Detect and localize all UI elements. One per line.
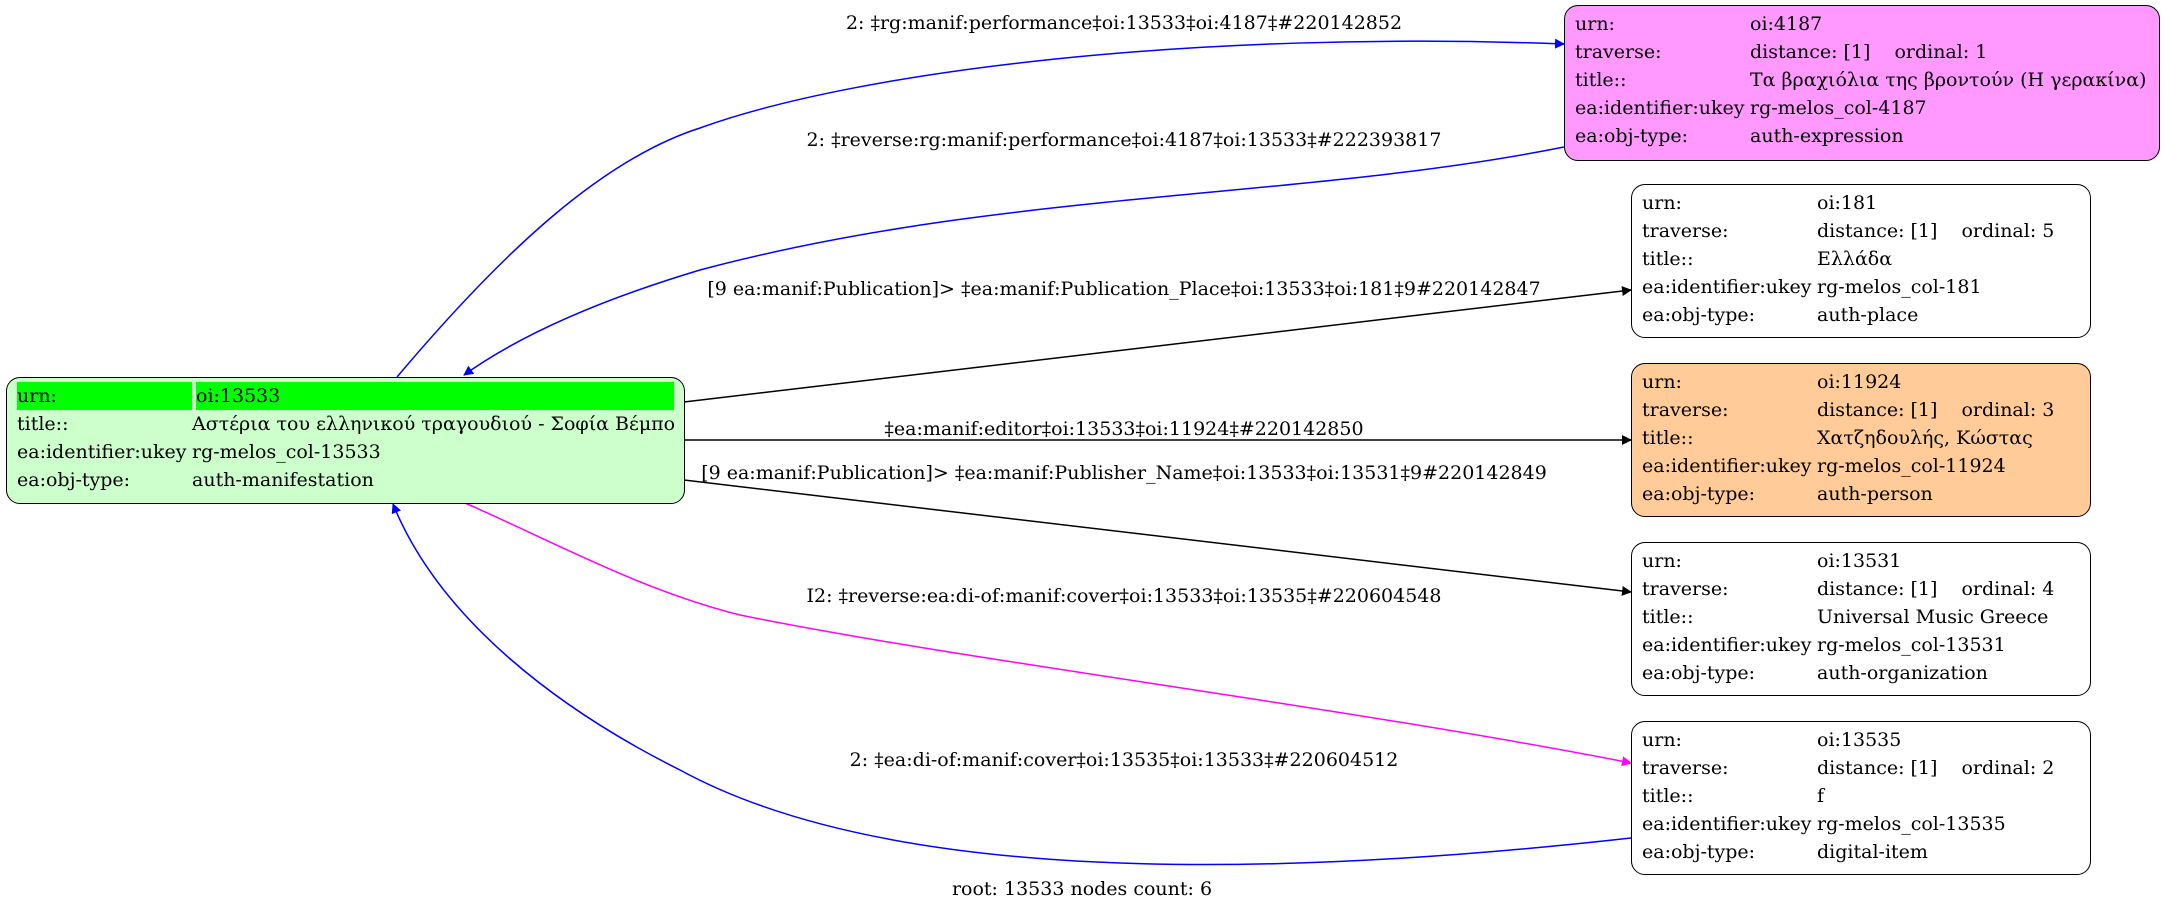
- traverse-key: traverse:: [1642, 578, 1729, 600]
- ordinal-value: ordinal: 5: [1961, 220, 2055, 242]
- edge-line-publisher-name: [683, 479, 1632, 596]
- traverse-key: traverse:: [1642, 757, 1729, 779]
- obj-type-key: ea:obj-type:: [1642, 841, 1756, 863]
- distance-value: distance: [1]: [1817, 578, 1938, 600]
- root-node-ukey-key: ea:identifier:ukey: [17, 441, 187, 463]
- obj-type-key: ea:obj-type:: [1642, 483, 1756, 505]
- title-key: title::: [1575, 69, 1627, 91]
- root-node-urn-value: oi:13533: [196, 382, 674, 410]
- obj-type-key: ea:obj-type:: [1642, 662, 1756, 684]
- obj-type-value: auth-place: [1817, 304, 1919, 326]
- root-node-type-key: ea:obj-type:: [17, 469, 131, 491]
- obj-type-key: ea:obj-type:: [1642, 304, 1756, 326]
- urn-value: oi:13535: [1817, 729, 1902, 751]
- title-value: f: [1817, 785, 1825, 807]
- node-oi-11924[interactable]: urn: oi:11924 traverse: distance: [1] ordin…: [1631, 363, 2091, 517]
- graph-footer: root: 13533 nodes count: 6: [951, 878, 1213, 900]
- root-node-ukey-row: ea:identifier:ukey rg-melos_col-13533: [17, 438, 674, 466]
- ukey-key: ea:identifier:ukey: [1642, 813, 1812, 835]
- edge-label-publication-place: [9 ea:manif:Publication]> ‡ea:manif:Publ…: [707, 278, 1541, 300]
- ukey-key: ea:identifier:ukey: [1642, 634, 1812, 656]
- node-oi-181[interactable]: urn: oi:181 traverse: distance: [1] ordinal…: [1631, 184, 2091, 338]
- edge-line-performance: [396, 38, 1565, 378]
- obj-type-value: auth-expression: [1750, 125, 1904, 147]
- root-node-type-row: ea:obj-type: auth-manifestation: [17, 466, 674, 494]
- ordinal-value: ordinal: 3: [1961, 399, 2055, 421]
- ukey-value: rg-melos_col-4187: [1750, 97, 1927, 119]
- distance-value: distance: [1]: [1817, 220, 1938, 242]
- urn-key: urn:: [1575, 13, 1615, 35]
- node-oi-13535[interactable]: urn: oi:13535 traverse: distance: [1] ordin…: [1631, 721, 2091, 875]
- edge-label-cover: I2: ‡reverse:ea:di-of:manif:cover‡oi:135…: [806, 585, 1442, 607]
- obj-type-value: auth-person: [1817, 483, 1933, 505]
- ukey-key: ea:identifier:ukey: [1575, 97, 1745, 119]
- root-node-title-row: title:: Αστέρια του ελληνικού τραγουδιού…: [17, 410, 676, 438]
- title-value: Ελλάδα: [1817, 248, 1893, 270]
- ukey-key: ea:identifier:ukey: [1642, 455, 1812, 477]
- title-key: title::: [1642, 785, 1694, 807]
- urn-key: urn:: [1642, 192, 1682, 214]
- urn-value: oi:11924: [1817, 371, 1902, 393]
- traverse-key: traverse:: [1642, 399, 1729, 421]
- title-key: title::: [1642, 427, 1694, 449]
- ukey-value: rg-melos_col-11924: [1817, 455, 2006, 477]
- edge-line-reverse-performance: [463, 146, 1565, 376]
- ukey-value: rg-melos_col-13531: [1817, 634, 2006, 656]
- edge-label-performance: 2: ‡rg:manif:performance‡oi:13533‡oi:418…: [845, 12, 1403, 34]
- urn-value: oi:4187: [1750, 13, 1823, 35]
- distance-value: distance: [1]: [1817, 399, 1938, 421]
- urn-value: oi:13531: [1817, 550, 1902, 572]
- ukey-value: rg-melos_col-181: [1817, 276, 1982, 298]
- edge-line-cover: [464, 502, 1632, 767]
- title-key: title::: [1642, 606, 1694, 628]
- obj-type-value: digital-item: [1817, 841, 1928, 863]
- root-node-ukey-value: rg-melos_col-13533: [192, 441, 381, 463]
- node-oi-4187[interactable]: urn: oi:4187 traverse: distance: [1] ordina…: [1564, 5, 2160, 161]
- urn-key: urn:: [1642, 371, 1682, 393]
- distance-value: distance: [1]: [1817, 757, 1938, 779]
- edge-label-editor: ‡ea:manif:editor‡oi:13533‡oi:11924‡#2201…: [884, 418, 1364, 440]
- ukey-key: ea:identifier:ukey: [1642, 276, 1812, 298]
- root-node-type-value: auth-manifestation: [192, 469, 374, 491]
- edge-line-di-of-cover: [391, 503, 1632, 866]
- edge-label-di-of-cover: 2: ‡ea:di-of:manif:cover‡oi:13535‡oi:135…: [849, 749, 1399, 771]
- obj-type-value: auth-organization: [1817, 662, 1988, 684]
- obj-type-key: ea:obj-type:: [1575, 125, 1689, 147]
- urn-key: urn:: [1642, 550, 1682, 572]
- title-value: Universal Music Greece: [1817, 606, 2049, 628]
- title-value: Τα βραχιόλια της βροντούν (Η γερακίνα): [1750, 69, 2147, 91]
- title-key: title::: [1642, 248, 1694, 270]
- edge-label-publisher-name: [9 ea:manif:Publication]> ‡ea:manif:Publ…: [701, 462, 1547, 484]
- root-node-urn-row: urn: oi:13533: [17, 382, 674, 410]
- title-value: Χατζηδουλής, Κώστας: [1817, 427, 2033, 449]
- urn-value: oi:181: [1817, 192, 1878, 214]
- node-oi-13531[interactable]: urn: oi:13531 traverse: distance: [1] ordin…: [1631, 542, 2091, 696]
- ordinal-value: ordinal: 2: [1961, 757, 2055, 779]
- ordinal-value: ordinal: 1: [1894, 41, 1988, 63]
- ukey-value: rg-melos_col-13535: [1817, 813, 2006, 835]
- traverse-key: traverse:: [1642, 220, 1729, 242]
- ordinal-value: ordinal: 4: [1961, 578, 2055, 600]
- root-node-urn-key: urn:: [17, 382, 192, 410]
- root-node-title-value: Αστέρια του ελληνικού τραγουδιού - Σοφία…: [192, 413, 676, 435]
- distance-value: distance: [1]: [1750, 41, 1871, 63]
- traverse-key: traverse:: [1575, 41, 1662, 63]
- root-node-title-key: title::: [17, 413, 69, 435]
- edge-line-publication-place: [683, 286, 1632, 403]
- edge-label-reverse-performance: 2: ‡reverse:rg:manif:performance‡oi:4187…: [806, 129, 1442, 151]
- root-node[interactable]: urn: oi:13533 title:: Αστέρια του ελληνι…: [6, 377, 685, 504]
- urn-key: urn:: [1642, 729, 1682, 751]
